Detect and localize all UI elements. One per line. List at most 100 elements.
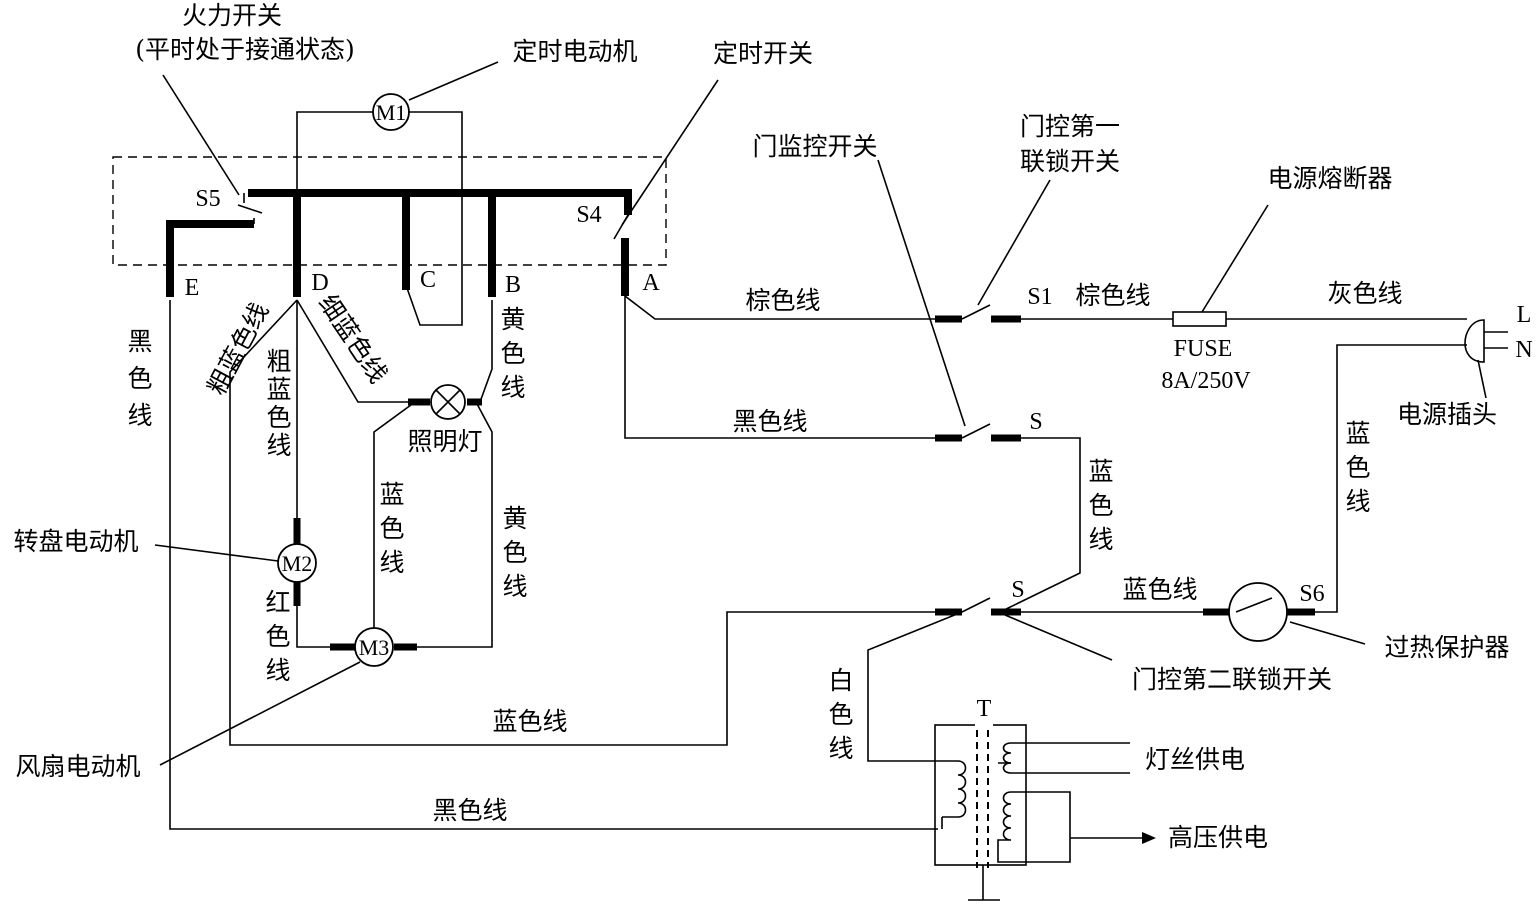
wire-lamp-yellow-down [410,401,493,648]
svg-text:蓝色线: 蓝色线 [1088,457,1113,554]
svg-text:黑色线: 黑色线 [127,327,152,430]
wire-a-black [624,296,938,439]
door-monitor-switch-label: 门监控开关 [752,132,877,161]
fuse-label: 电源熔断器 [1267,164,1392,193]
terminal-e: E [185,275,200,301]
interlock1-callout [977,179,1051,306]
timer-switch-callout [621,79,719,226]
turntable-motor-m2: M2 [277,543,317,583]
monitor-blade [961,423,991,439]
primary-coil [941,760,967,829]
timer-motor-label: 定时电动机 [512,37,637,66]
timer-motor-callout [408,61,499,101]
turntable-motor-label: 转盘电动机 [13,527,138,556]
svg-text:粗蓝色线: 粗蓝色线 [266,347,291,460]
plug-pin-n: N [1515,337,1532,363]
s2-callout [1004,614,1113,661]
blue-wire-label-lamp: 蓝色线 [379,480,404,577]
plug-label: 电源插头 [1397,400,1497,429]
svg-text:M2: M2 [282,551,313,576]
yellow-wire-label-lamp: 黄色线 [502,504,527,601]
brown-wire-label-2: 棕色线 [1075,281,1150,310]
s5-id: S5 [195,186,220,212]
hv-coil [997,791,1142,863]
svg-text:蓝色线: 蓝色线 [379,480,404,577]
transformer-frame [934,724,1027,866]
m3-callout [159,661,361,766]
m2-callout [154,544,279,562]
transformer-core-mask [975,724,993,728]
terminal-b: B [505,272,521,298]
s2-id: S [1011,577,1024,603]
power-plug [1464,319,1508,363]
blue-wire-label-plug: 蓝色线 [1345,419,1370,516]
fuse-body [1172,311,1227,327]
filament-coil-lower [1002,762,1012,774]
interlock2-label: 门控第二联锁开关 [1132,665,1332,694]
transformer-id: T [977,696,992,722]
thick-blue-label-down: 粗蓝色线 [266,347,291,460]
lamp-bulb [430,384,466,420]
gray-wire-label: 灰色线 [1327,279,1402,308]
red-wire-label: 红色线 [265,588,290,685]
svg-text:黄色线: 黄色线 [502,504,527,601]
filament-label: 灯丝供电 [1145,745,1245,774]
terminal-d: D [311,270,328,296]
fuse-rating: 8A/250V [1161,368,1251,394]
hv-arrow [1142,832,1156,844]
wire-b-yellow [479,300,493,403]
wire-a-brown [624,295,938,320]
svg-text:蓝色线: 蓝色线 [1345,419,1370,516]
monitor-switch-id: S [1029,409,1042,435]
wire-m2-red [296,606,330,648]
terminal-c: C [420,267,436,293]
high-voltage-label: 高压供电 [1168,823,1268,852]
wire-d-thin-blue [296,299,410,403]
monitor-callout [877,159,966,427]
fire-switch-s5 [237,193,263,224]
fuse-callout [1201,204,1269,313]
blue-wire-label-monitor: 蓝色线 [1088,457,1113,554]
s4-id: S4 [576,202,601,228]
s1-blade [961,304,991,320]
svg-text:白色线: 白色线 [828,666,853,763]
fire-switch-callout [162,74,240,196]
black-wire-label-bottom: 黑色线 [432,796,507,825]
s1-id: S1 [1027,284,1052,310]
plug-pin-l: L [1517,302,1532,328]
thick-blue-label-left: 粗蓝色线 [202,298,275,400]
s6-id: S6 [1299,581,1324,607]
black-wire-label-a: 黑色线 [732,407,807,436]
white-wire-label: 白色线 [828,666,853,763]
filament-coil [998,742,1130,774]
s2-blade [961,597,991,613]
interlock1-label-1: 门控第一 [1020,112,1120,141]
wire-d-thick-blue-left [229,299,940,746]
wire-white [867,611,963,762]
blue-wire-label-bottom: 蓝色线 [492,707,567,736]
thin-blue-label: 细蓝色线 [313,289,393,388]
transformer-core [976,730,989,868]
fan-motor-m3: M3 [354,627,394,667]
brown-wire-label-1: 棕色线 [745,286,820,315]
plug-callout [1477,359,1487,399]
switch-bus-bar [248,189,632,215]
lamp-label: 照明灯 [407,427,482,456]
timer-switch-label: 定时开关 [713,39,813,68]
fire-switch-label: 火力开关 [182,1,282,30]
interlock1-label-2: 联锁开关 [1020,147,1120,176]
timer-assembly-enclosure [112,156,667,266]
wire-s6-blue-to-plug [1315,344,1467,613]
fan-motor-label: 风扇电动机 [15,752,140,781]
terminal-e-bar [166,220,254,297]
fuse-type: FUSE [1174,336,1233,362]
fire-switch-note: (平时处于接通状态) [135,35,355,64]
svg-text:M1: M1 [376,100,407,125]
blue-wire-label-s2: 蓝色线 [1122,575,1197,604]
thermal-protector-s6 [1228,582,1288,642]
ground-symbol [968,865,1000,901]
yellow-wire-label-b: 黄色线 [500,305,525,402]
timer-motor-m1: M1 [372,93,410,131]
svg-text:M3: M3 [359,635,390,660]
